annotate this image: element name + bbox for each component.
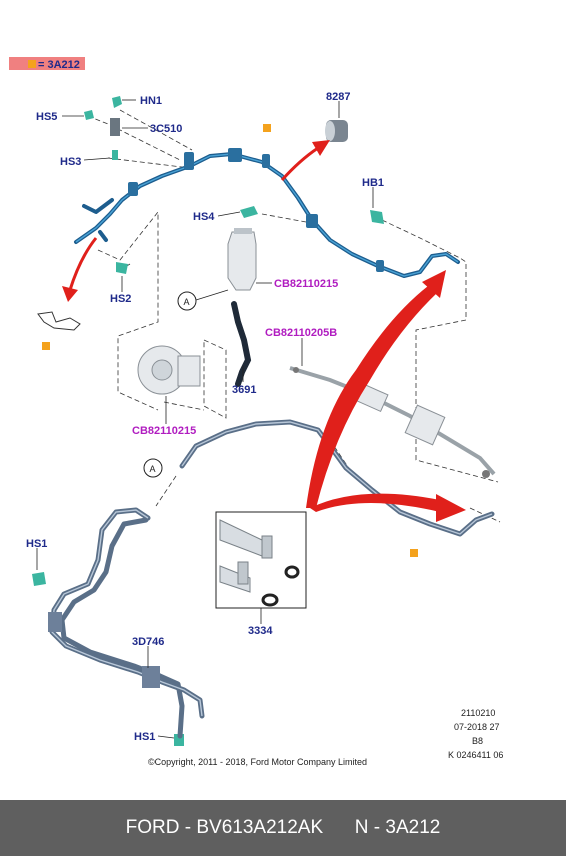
marker-bottom bbox=[410, 549, 418, 557]
info-line-2: 07-2018 27 bbox=[454, 722, 500, 732]
label-3334: 3334 bbox=[248, 625, 273, 637]
footer-bar: FORD - BV613A212AK N - 3A212 bbox=[0, 800, 566, 856]
info-line-1: 2110210 bbox=[461, 708, 495, 718]
lower-return-hose bbox=[179, 419, 495, 537]
label-hs1-bottom: HS1 bbox=[134, 731, 155, 743]
hs1-top-clip bbox=[32, 572, 46, 586]
clips bbox=[32, 96, 418, 746]
label-8287: 8287 bbox=[326, 91, 350, 103]
copyright: ©Copyright, 2011 - 2018, Ford Motor Comp… bbox=[148, 757, 367, 767]
label-hs5: HS5 bbox=[36, 111, 57, 123]
label-hn1: HN1 bbox=[140, 95, 162, 107]
arrow-left bbox=[68, 237, 98, 291]
hs4-clip bbox=[240, 206, 258, 218]
label-3691: 3691 bbox=[232, 384, 256, 396]
info-line-3: B8 bbox=[472, 736, 483, 746]
legend-text: = 3A212 bbox=[38, 59, 80, 71]
label-cb82110215-bottom: CB82110215 bbox=[132, 425, 196, 437]
label-hs4: HS4 bbox=[193, 211, 215, 223]
hs5-clip bbox=[84, 110, 94, 120]
pump bbox=[137, 345, 201, 395]
cooler-tube bbox=[48, 507, 205, 739]
hb1-clip bbox=[370, 210, 384, 224]
label-hs3: HS3 bbox=[60, 156, 81, 168]
bushing-8287 bbox=[325, 120, 348, 142]
label-cb82110205b: CB82110205B bbox=[265, 327, 337, 339]
c3c510-bracket bbox=[110, 118, 120, 136]
inset-3334 bbox=[215, 511, 307, 609]
label-3d746: 3D746 bbox=[132, 636, 164, 648]
bracket-left bbox=[37, 311, 81, 331]
label-hb1: HB1 bbox=[362, 177, 384, 189]
legend: = 3A212 bbox=[9, 57, 85, 71]
footer-part-number: FORD - BV613A212AK N - 3A212 bbox=[125, 817, 441, 838]
part-labels: HN1 HS5 3C510 HS3 8287 HB1 HS4 HS2 CB821… bbox=[26, 91, 384, 743]
arrow-big-right bbox=[310, 493, 440, 512]
hs3-bolt bbox=[112, 150, 118, 160]
info-block: 2110210 07-2018 27 B8 K 0246411 06 bbox=[448, 708, 503, 760]
legend-swatch bbox=[28, 60, 36, 68]
ref-a-bottom: A bbox=[143, 458, 163, 478]
hn1-clip bbox=[112, 96, 122, 108]
upper-pressure-hose bbox=[74, 148, 460, 278]
ref-a-bottom-text: A bbox=[150, 464, 156, 474]
hs2-clip bbox=[116, 262, 128, 274]
ref-a-top-text: A bbox=[184, 297, 190, 307]
arrow-top bbox=[280, 146, 319, 182]
label-hs1-top: HS1 bbox=[26, 538, 47, 550]
label-cb82110215-top: CB82110215 bbox=[274, 278, 338, 290]
reservoir bbox=[227, 228, 257, 387]
marker-top bbox=[263, 124, 271, 132]
info-line-4: K 0246411 06 bbox=[448, 750, 503, 760]
leader-lines bbox=[36, 99, 374, 739]
label-hs2: HS2 bbox=[110, 293, 131, 305]
marker-left bbox=[42, 342, 50, 350]
red-arrows bbox=[62, 140, 466, 522]
parts-diagram: = 3A212 bbox=[9, 57, 503, 767]
ref-a-top: A bbox=[177, 289, 229, 311]
label-3c510: 3C510 bbox=[150, 123, 182, 135]
arrow-big-up bbox=[306, 286, 438, 508]
assembly-lines bbox=[87, 109, 501, 523]
